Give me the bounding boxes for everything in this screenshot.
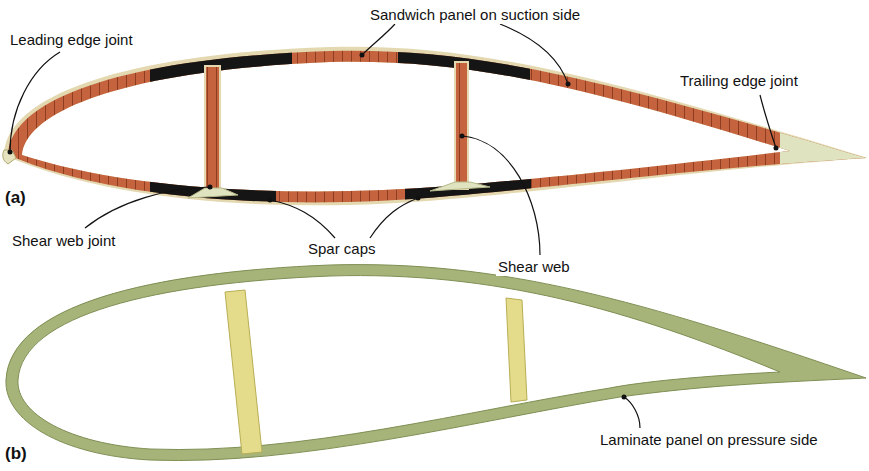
section-b — [6, 265, 866, 461]
panel-letter: (b) — [3, 444, 29, 464]
part-label: Shear web joint — [10, 232, 117, 250]
leader-lines — [10, 24, 776, 428]
section-a — [0, 0, 869, 240]
part-label: Leading edge joint — [8, 31, 135, 49]
part-label: Laminate panel on pressure side — [598, 431, 820, 449]
part-label: Shear web — [496, 258, 572, 276]
part-label: Sandwich panel on suction side — [368, 6, 582, 24]
panel-letter: (a) — [3, 188, 28, 208]
part-label: Spar caps — [306, 240, 378, 258]
leader-dots — [8, 53, 779, 400]
part-label: Trailing edge joint — [678, 72, 800, 90]
